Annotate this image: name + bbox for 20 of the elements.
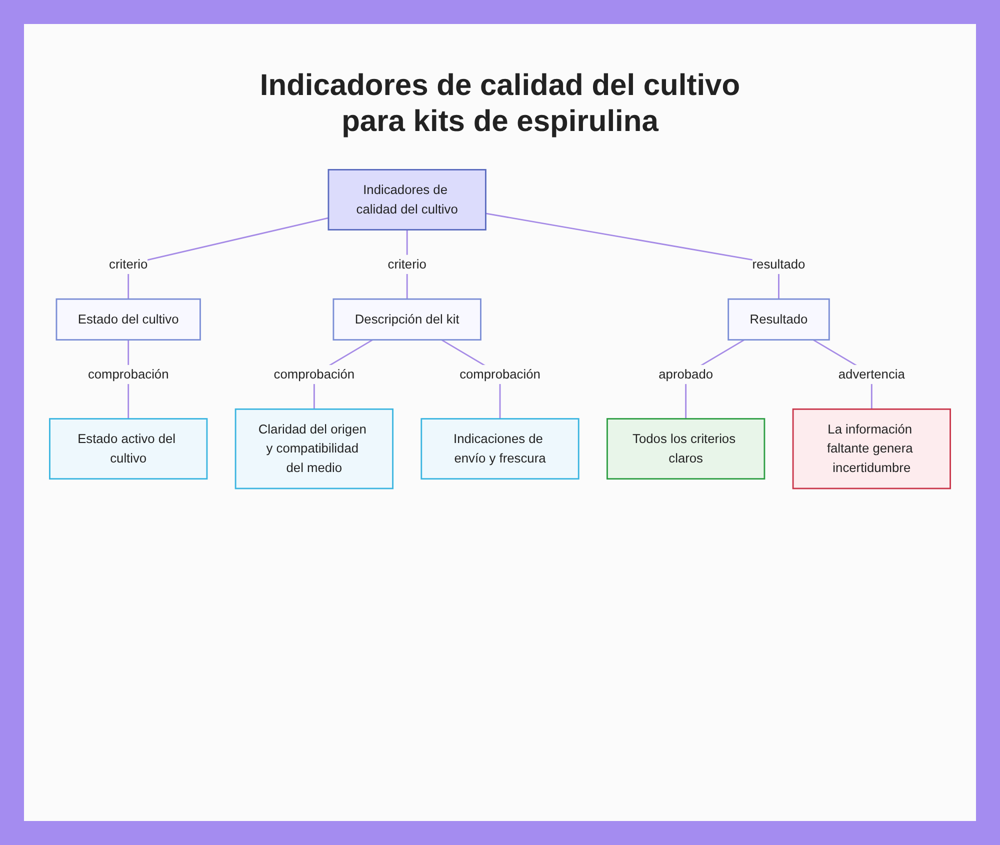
edge-label: criterio [388, 256, 426, 272]
edge-label: resultado [752, 256, 806, 272]
node-box [234, 408, 394, 490]
node-box [56, 298, 201, 341]
edge-label: comprobación [274, 366, 355, 382]
node-box [792, 408, 951, 490]
node-box [328, 169, 486, 230]
node-box [606, 418, 766, 480]
edge-label: aprobado [658, 366, 714, 382]
card-background: Indicadores de calidad del cultivo para kits de espirulina criterio criterio resultado comprobación comprobación comprobación aprobado advertencia Indicadores de calidad del cultivo Estado del cultivo Descripción del kit Resultado Estado activo del cultivo Claridad del origen y compatibilidad del medio Indicaciones de envío y frescura Todos los criterios claros La información faltante genera incertidumbre [24, 24, 976, 821]
node-box [332, 298, 482, 341]
edge-label: comprobación [460, 366, 540, 382]
node-box [420, 418, 580, 480]
node-box [49, 418, 208, 480]
edge-label: comprobación [88, 366, 169, 382]
edge-label: advertencia [838, 366, 905, 382]
connector [486, 212, 780, 300]
diagram-title: Indicadores de calidad del cultivo para kits de espirulina [258, 68, 742, 140]
edge-label: criterio [109, 256, 148, 272]
node-box [728, 298, 830, 341]
